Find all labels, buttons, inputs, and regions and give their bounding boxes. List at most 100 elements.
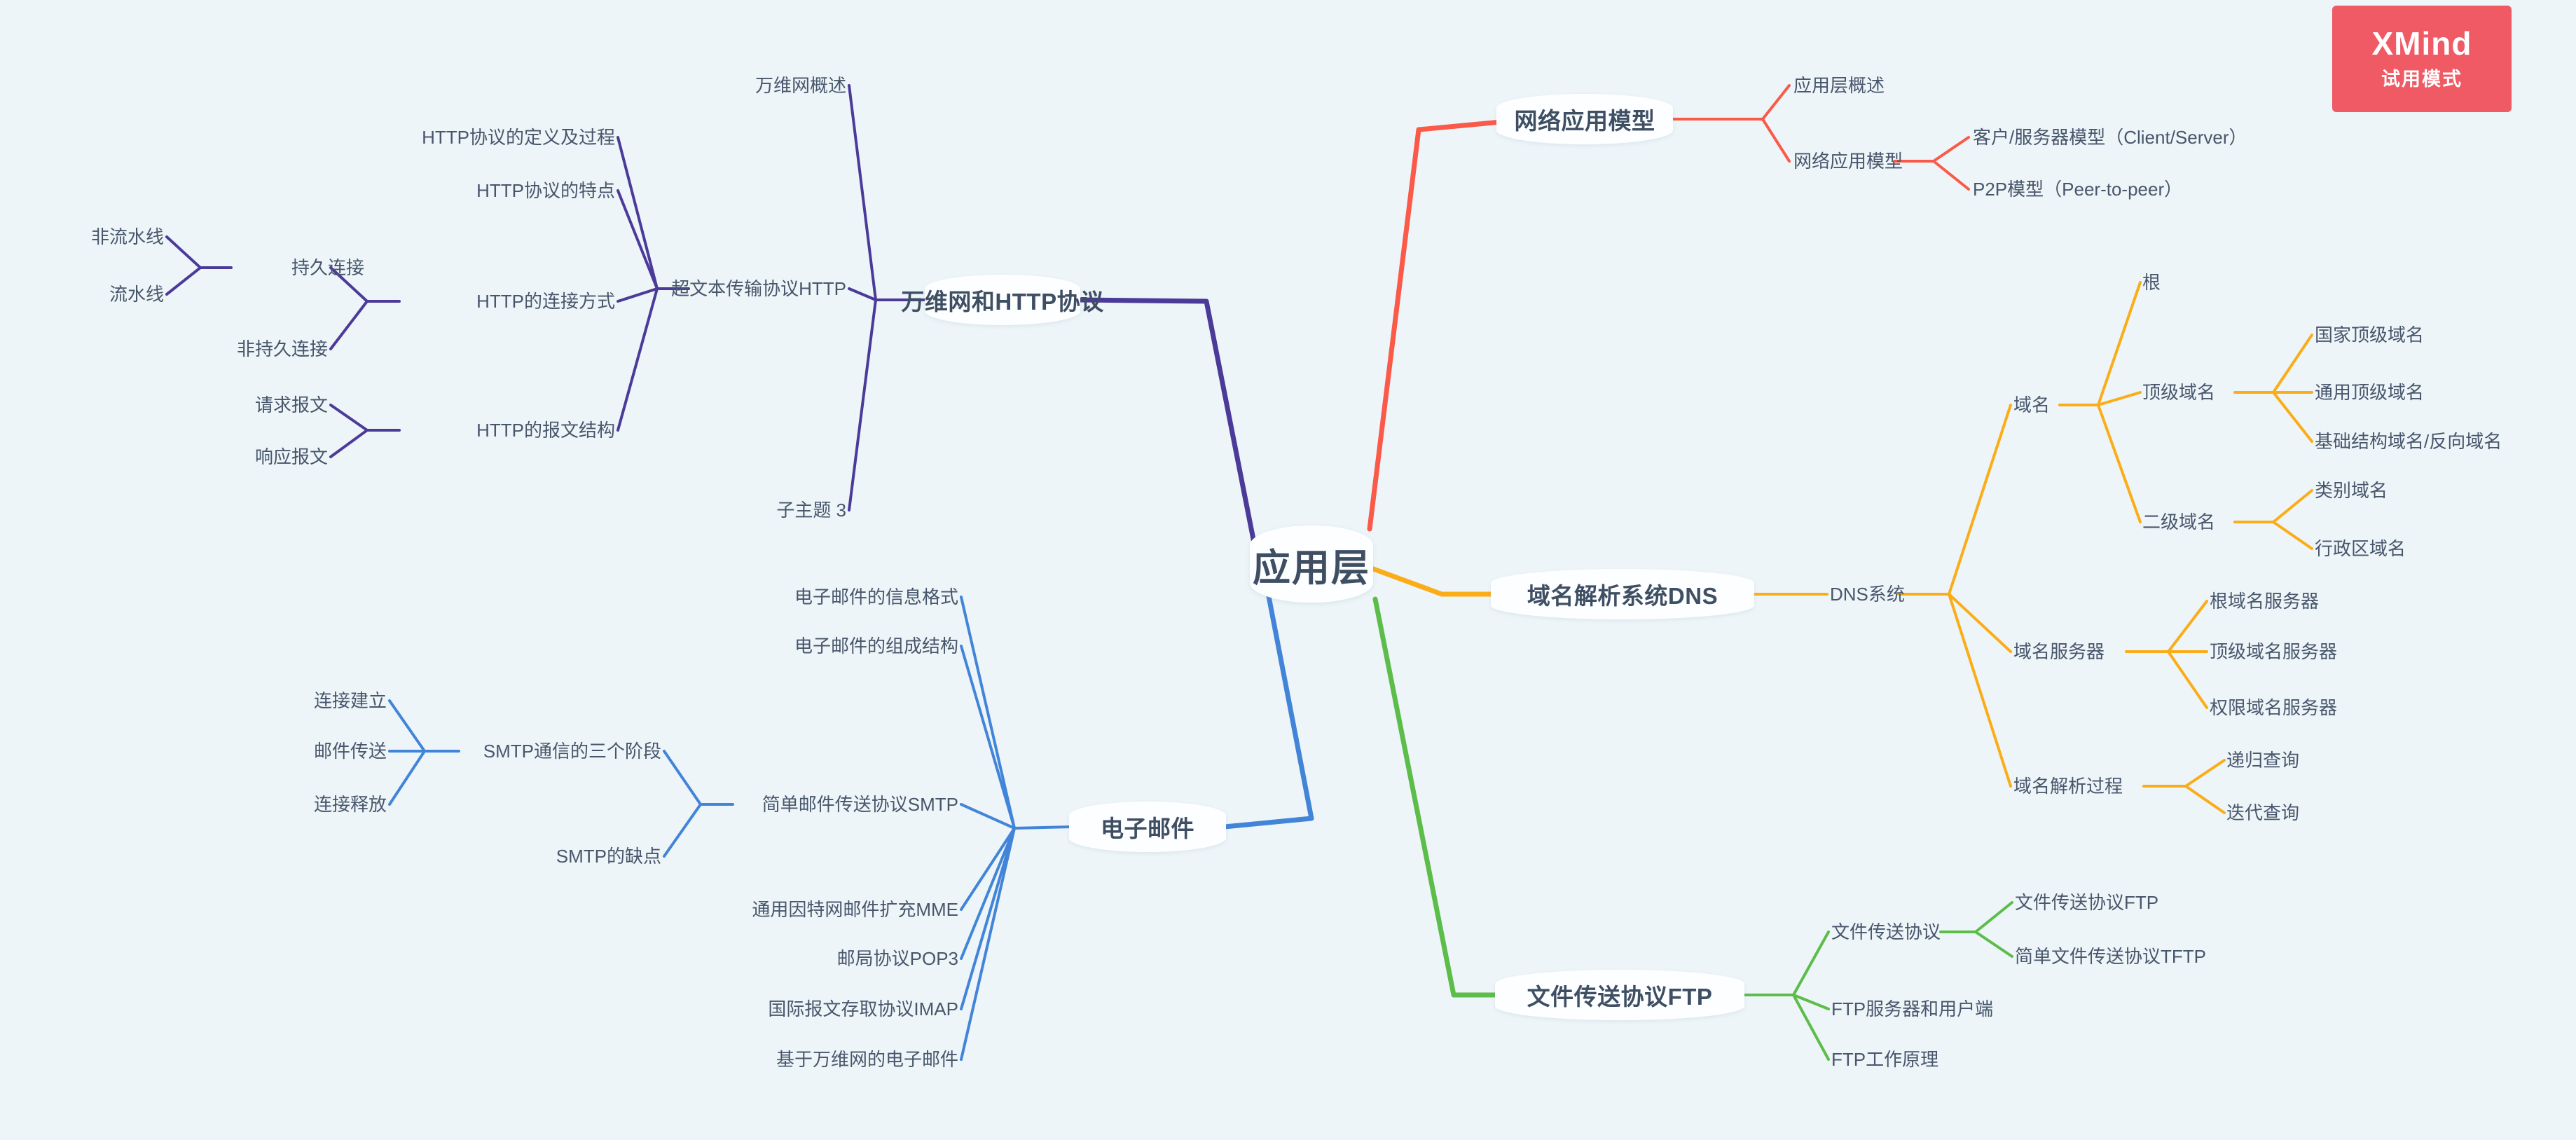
topic-top-level-domain[interactable]: 顶级域名: [2142, 383, 2215, 401]
topic-label: 文件传送协议: [1831, 921, 1941, 942]
topic-label: DNS系统: [1830, 584, 1905, 605]
topic-authoritative-name-server[interactable]: 权限域名服务器: [2210, 699, 2337, 717]
topic-tld-name-server[interactable]: 顶级域名服务器: [2210, 643, 2337, 661]
branch-label-email: 电子邮件: [1101, 816, 1194, 842]
topic-http-connection-modes[interactable]: HTTP的连接方式: [476, 292, 615, 310]
topic-app-layer-overview[interactable]: 应用层概述: [1793, 76, 1885, 95]
topic-label: 邮局协议POP3: [836, 948, 958, 969]
branch-node-dns[interactable]: 域名解析系统DNS: [1491, 569, 1754, 619]
branch-node-network-app-model[interactable]: 网络应用模型: [1496, 94, 1673, 144]
topic-recursive-query[interactable]: 递归查询: [2226, 751, 2299, 769]
edge-tld-to-country: [2272, 334, 2313, 394]
edge-httpproto-to-conn: [617, 287, 659, 303]
topic-category-domain[interactable]: 类别域名: [2315, 481, 2388, 500]
topic-label: FTP服务器和用户端: [1831, 998, 1994, 1019]
topic-second-level-domain[interactable]: 二级域名: [2142, 513, 2215, 531]
topic-domain-resolution-process[interactable]: 域名解析过程: [2013, 777, 2123, 795]
branch-node-ftp[interactable]: 文件传送协议FTP: [1495, 970, 1744, 1020]
topic-web-based-email[interactable]: 基于万维网的电子邮件: [776, 1050, 958, 1069]
topic-network-application-model[interactable]: 网络应用模型: [1793, 152, 1903, 170]
branch-label-network-app-model: 网络应用模型: [1514, 108, 1655, 134]
topic-label: HTTP的报文结构: [476, 420, 615, 441]
topic-connection-setup[interactable]: 连接建立: [314, 692, 387, 710]
topic-label: HTTP协议的定义及过程: [422, 127, 615, 148]
topic-subtopic-3[interactable]: 子主题 3: [776, 501, 846, 519]
topic-iterative-query[interactable]: 迭代查询: [2226, 804, 2299, 822]
topic-country-code-tld[interactable]: 国家顶级域名: [2315, 326, 2424, 344]
edge-email-to-imap: [960, 827, 1016, 1010]
edge-model-to-p2p: [1932, 160, 1970, 191]
topic-root-domain[interactable]: 根: [2142, 273, 2161, 291]
edge-http-to-www-overview: [848, 84, 877, 301]
topic-label: 客户/服务器模型（Client/Server）: [1973, 127, 2247, 148]
branch-label-dns: 域名解析系统DNS: [1527, 583, 1719, 609]
topic-smtp-three-phases[interactable]: SMTP通信的三个阶段: [483, 742, 661, 760]
edge-httpproto-to-feat: [617, 189, 659, 290]
edge-ftp-to-server: [1792, 994, 1830, 1010]
topic-label: HTTP的连接方式: [476, 291, 615, 312]
edge-ftp-to-fileproto: [1792, 930, 1830, 996]
topic-administrative-domain[interactable]: 行政区域名: [2315, 540, 2406, 558]
topic-file-transfer-protocols[interactable]: 文件传送协议: [1831, 923, 1941, 941]
edge-email-to-smtp: [960, 803, 1016, 830]
edge-domain-to-sld: [2097, 404, 2142, 523]
topic-label: 通用因特网邮件扩充MME: [752, 899, 958, 920]
topic-tftp[interactable]: 简单文件传送协议TFTP: [2015, 947, 2206, 966]
topic-root-name-server[interactable]: 根域名服务器: [2210, 592, 2319, 610]
topic-label: 非流水线: [90, 226, 164, 247]
topic-http-message-structure[interactable]: HTTP的报文结构: [476, 421, 615, 439]
topic-http-protocol[interactable]: 超文本传输协议HTTP: [671, 280, 846, 298]
topic-mail-transfer[interactable]: 邮件传送: [314, 742, 387, 760]
topic-label: 根域名服务器: [2210, 591, 2320, 612]
topic-infrastructure-reverse-domain[interactable]: 基础结构域名/反向域名: [2315, 432, 2502, 451]
topic-email-composition-structure[interactable]: 电子邮件的组成结构: [794, 637, 958, 655]
topic-generic-tld[interactable]: 通用顶级域名: [2315, 383, 2424, 401]
topic-persistent-connection[interactable]: 持久连接: [291, 259, 364, 277]
topic-smtp-shortcomings[interactable]: SMTP的缺点: [556, 847, 661, 865]
edge-root-to-dns: [1367, 565, 1495, 597]
topic-label: 请求报文: [254, 394, 328, 416]
topic-label: 持久连接: [291, 257, 364, 278]
topic-domain-name-server[interactable]: 域名服务器: [2013, 643, 2105, 661]
topic-response-message[interactable]: 响应报文: [255, 448, 328, 466]
topic-label: 通用顶级域名: [2315, 382, 2425, 403]
topic-pipelined[interactable]: 流水线: [109, 285, 164, 303]
topic-ftp-server-and-client[interactable]: FTP服务器和用户端: [1831, 1000, 1993, 1018]
edge-root-to-email: [1222, 572, 1314, 830]
topic-dns-system[interactable]: DNS系统: [1830, 585, 1905, 603]
topic-domain-name[interactable]: 域名: [2013, 396, 2050, 414]
topic-label: 子主题 3: [776, 500, 846, 521]
topic-http-features[interactable]: HTTP协议的特点: [476, 181, 615, 200]
topic-label: 简单文件传送协议TFTP: [2015, 946, 2206, 967]
topic-label: 万维网概述: [755, 75, 846, 96]
edge-network-to-overview: [1761, 84, 1791, 121]
topic-ftp[interactable]: 文件传送协议FTP: [2015, 893, 2158, 912]
topic-non-pipelined[interactable]: 非流水线: [91, 228, 164, 246]
root-node[interactable]: 应用层: [1250, 526, 1373, 603]
topic-client-server-model[interactable]: 客户/服务器模型（Client/Server）: [1973, 128, 2247, 146]
edge-email-to-webmail: [960, 827, 1016, 1061]
topic-request-message[interactable]: 请求报文: [255, 396, 328, 414]
topic-ftp-working-principle[interactable]: FTP工作原理: [1831, 1050, 1938, 1069]
branch-node-www-http[interactable]: 万维网和HTTP协议: [901, 275, 1103, 325]
edge-msg-to-req: [329, 404, 369, 432]
topic-label: SMTP通信的三个阶段: [483, 741, 661, 762]
edge-email-to-format: [960, 596, 1016, 830]
topic-smtp[interactable]: 简单邮件传送协议SMTP: [762, 795, 958, 813]
branch-label-www-http: 万维网和HTTP协议: [901, 289, 1104, 315]
topic-http-definition-and-process[interactable]: HTTP协议的定义及过程: [422, 128, 615, 146]
branch-node-email[interactable]: 电子邮件: [1069, 802, 1226, 852]
topic-connection-release[interactable]: 连接释放: [314, 795, 387, 813]
topic-pop3[interactable]: 邮局协议POP3: [837, 949, 958, 968]
topic-label: 网络应用模型: [1793, 151, 1903, 172]
edge-domain-to-root: [2097, 281, 2142, 406]
topic-email-message-format[interactable]: 电子邮件的信息格式: [794, 588, 958, 606]
topic-non-persistent-connection[interactable]: 非持久连接: [237, 340, 328, 358]
edge-dnsserver-to-auth: [2167, 650, 2208, 709]
topic-p2p-model[interactable]: P2P模型（Peer-to-peer）: [1973, 180, 2182, 198]
topic-www-overview[interactable]: 万维网概述: [755, 76, 846, 95]
topic-mime[interactable]: 通用因特网邮件扩充MME: [752, 900, 958, 919]
edge-sld-to-category: [2272, 489, 2313, 523]
topic-imap[interactable]: 国际报文存取协议IMAP: [768, 1000, 958, 1018]
